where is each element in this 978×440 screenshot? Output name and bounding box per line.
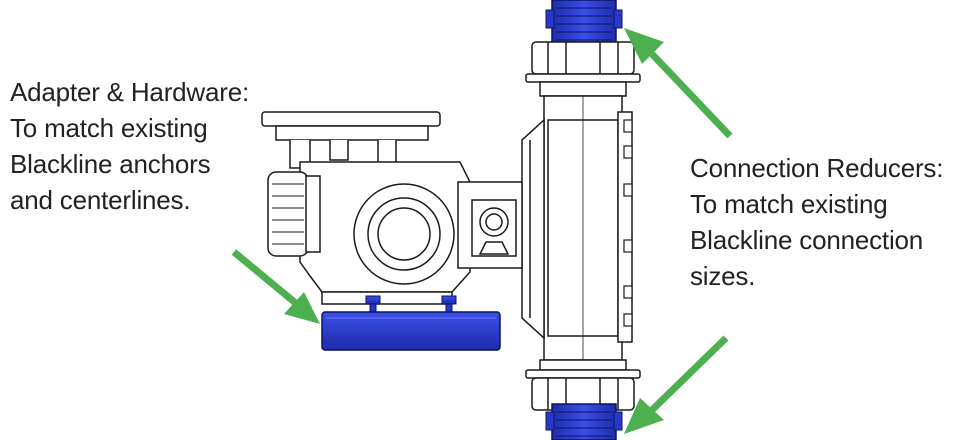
arrow-bottom-reducer	[624, 335, 729, 434]
reducers-callout: Connection Reducers: To match existing B…	[690, 150, 943, 294]
adapter-callout-line-3: Blackline anchors	[10, 149, 211, 179]
adapter-plate	[321, 311, 501, 351]
arrow-adapter	[231, 249, 320, 324]
pump-head-body	[521, 95, 633, 361]
arrow-top-reducer	[624, 28, 733, 139]
adapter-bolts	[365, 295, 457, 315]
adapter-callout-line-2: To match existing	[10, 113, 208, 143]
adapter-callout-line-4: and centerlines.	[10, 185, 191, 215]
top-union-nut	[525, 41, 641, 97]
reducers-callout-line-4: sizes.	[690, 261, 756, 291]
adapter-callout: Adapter & Hardware: To match existing Bl…	[10, 74, 249, 218]
bottom-connection-reducer	[545, 403, 623, 440]
adapter-callout-line-1: Adapter & Hardware:	[10, 77, 249, 107]
drive-housing	[261, 111, 523, 305]
reducers-callout-line-3: Blackline connection	[690, 225, 924, 255]
reducers-callout-line-1: Connection Reducers:	[690, 153, 944, 183]
reducers-callout-line-2: To match existing	[690, 189, 888, 219]
bottom-union-nut	[525, 359, 641, 411]
top-connection-reducer	[545, 0, 623, 49]
